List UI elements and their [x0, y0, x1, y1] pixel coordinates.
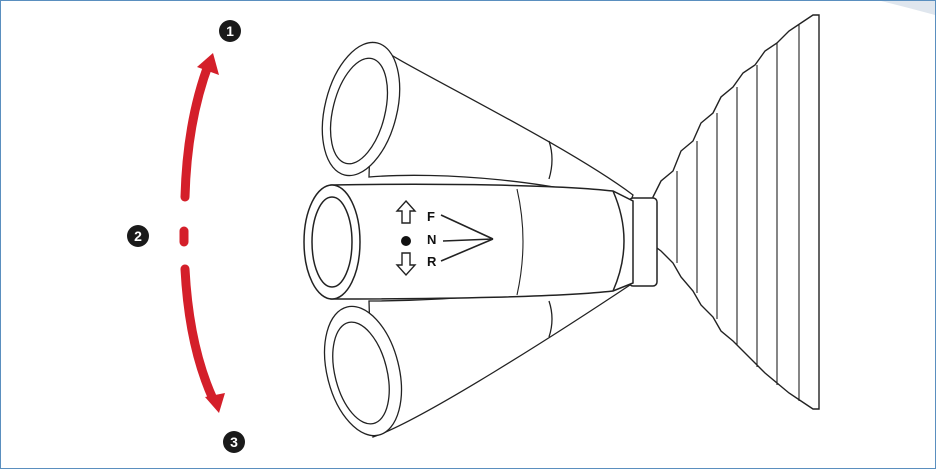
- lever-seam: [516, 188, 524, 296]
- callout-2-badge: [127, 225, 149, 247]
- motion-arc: [179, 53, 225, 413]
- gear-label-forward: F: [427, 209, 435, 224]
- pointer-line-forward: [440, 214, 494, 240]
- boot-folds: [676, 25, 800, 401]
- lever-ghost-forward: [321, 41, 634, 207]
- lever-end-inner: [311, 196, 353, 288]
- callout-3: 3: [223, 431, 245, 453]
- ghost-reverse-end-inner: [332, 321, 390, 425]
- callout-2: 2: [127, 225, 149, 247]
- pointer-line-neutral: [442, 238, 494, 242]
- pointer-line-reverse: [440, 238, 494, 262]
- rubber-boot: [652, 14, 820, 410]
- ghost-reverse-seam: [548, 300, 553, 338]
- ghost-forward-end-inner: [329, 57, 389, 165]
- gear-indicator: F N R: [395, 199, 494, 277]
- gear-label-neutral: N: [427, 232, 436, 247]
- lever-main: [303, 183, 658, 300]
- arc-upper-segment: [180, 58, 214, 202]
- callout-3-badge: [223, 431, 245, 453]
- corner-shade: [881, 1, 935, 15]
- neutral-dot-icon: [401, 236, 411, 246]
- arc-lower-arrowhead: [205, 393, 225, 413]
- arrow-up-icon: [395, 199, 417, 224]
- boot-outline: [652, 14, 820, 410]
- arc-upper-arrowhead: [197, 53, 219, 75]
- lever-body: [330, 183, 634, 300]
- callout-1-badge: [219, 20, 241, 42]
- gear-pointer-lines: [440, 214, 494, 262]
- arc-lower-segment: [180, 264, 218, 404]
- lever-taper-line: [612, 190, 625, 292]
- ghost-forward-body: [368, 41, 634, 207]
- callout-1: 1: [219, 20, 241, 42]
- gear-label-reverse: R: [427, 254, 437, 269]
- arrow-down-icon: [395, 252, 417, 277]
- callout-3-label: 3: [230, 434, 238, 450]
- ghost-forward-seam: [548, 140, 553, 180]
- lever-ghost-reverse: [323, 272, 634, 438]
- callout-1-label: 1: [226, 23, 234, 39]
- callout-2-label: 2: [134, 228, 142, 244]
